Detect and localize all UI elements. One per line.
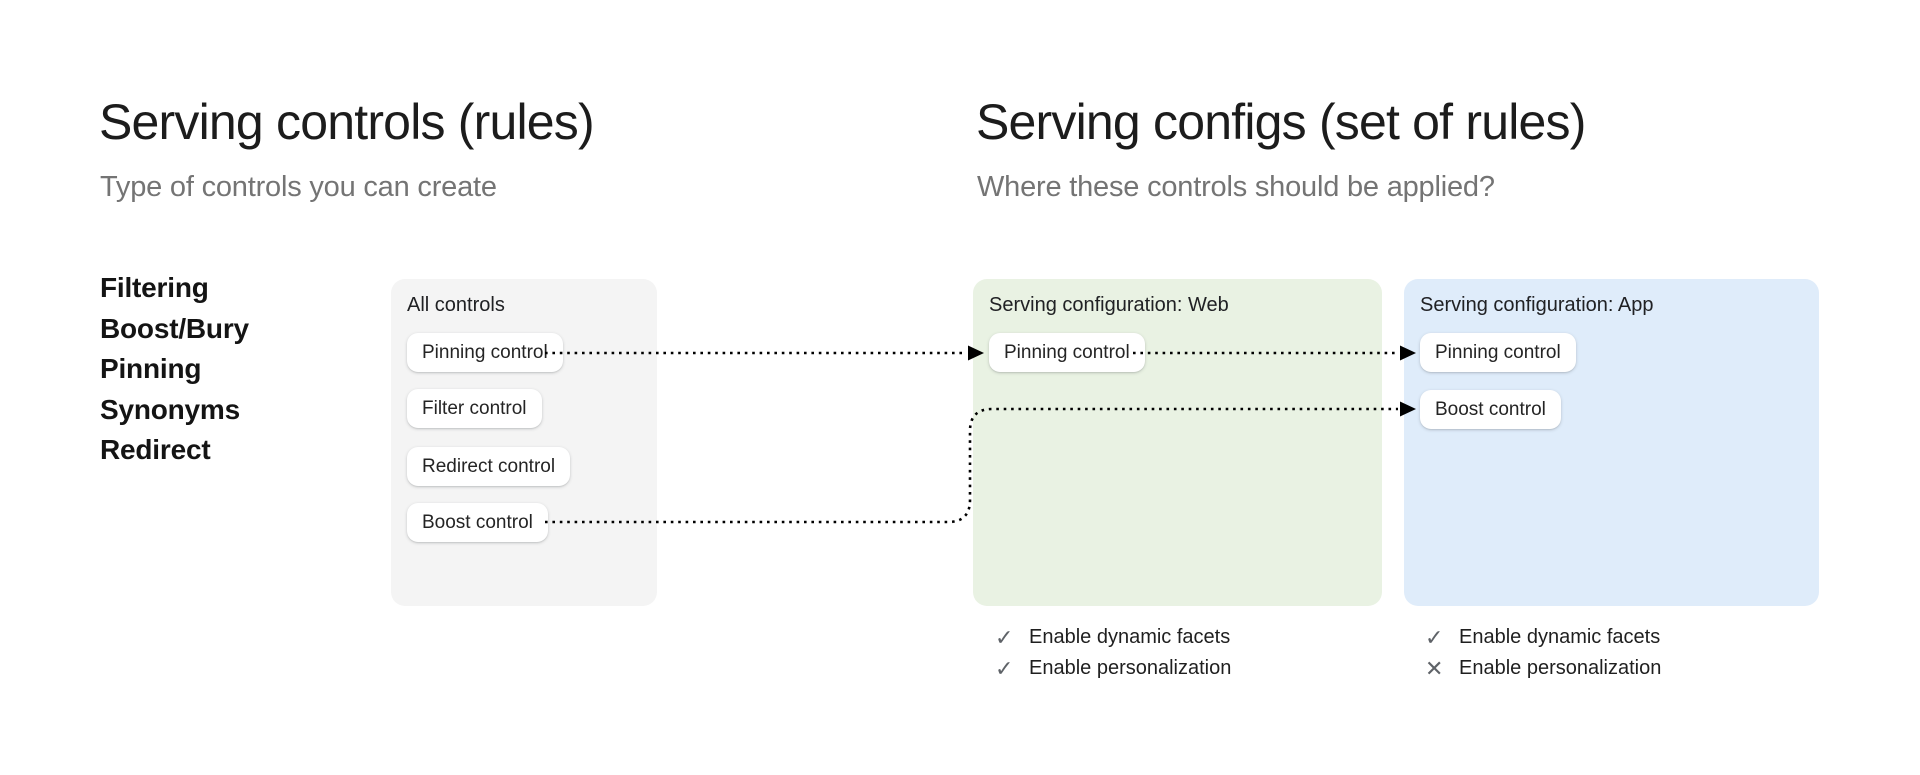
left-section-title: Serving controls (rules)	[99, 94, 595, 150]
right-section-subtitle: Where these controls should be applied?	[977, 171, 1495, 203]
redirect-control-chip[interactable]: Redirect control	[407, 447, 571, 486]
web-pinning-control-chip[interactable]: Pinning control	[989, 333, 1145, 372]
app-config-settings: ✓ Enable dynamic facets ✕ Enable persona…	[1425, 622, 1661, 684]
cross-icon: ✕	[1425, 656, 1444, 681]
setting-label: Enable personalization	[1459, 657, 1662, 679]
app-setting-dynamic-facets: ✓ Enable dynamic facets	[1425, 622, 1661, 653]
web-config-card-label: Serving configuration: Web	[989, 294, 1229, 316]
control-type-boost-bury: Boost/Bury	[100, 312, 249, 344]
check-icon: ✓	[995, 656, 1014, 681]
app-config-card-label: Serving configuration: App	[1420, 294, 1654, 316]
control-type-pinning: Pinning	[100, 353, 202, 385]
app-setting-personalization: ✕ Enable personalization	[1425, 653, 1661, 684]
app-boost-control-chip[interactable]: Boost control	[1420, 390, 1561, 429]
web-config-card: Serving configuration: Web Pinning contr…	[973, 279, 1382, 606]
pinning-control-chip[interactable]: Pinning control	[407, 333, 563, 372]
filter-control-chip[interactable]: Filter control	[407, 389, 542, 428]
all-controls-card-label: All controls	[407, 294, 505, 316]
setting-label: Enable personalization	[1029, 657, 1232, 679]
setting-label: Enable dynamic facets	[1459, 626, 1661, 648]
control-type-synonyms: Synonyms	[100, 393, 240, 425]
control-type-list: Filtering Boost/Bury Pinning Synonyms Re…	[100, 268, 249, 471]
check-icon: ✓	[1425, 625, 1444, 650]
web-config-settings: ✓ Enable dynamic facets ✓ Enable persona…	[995, 622, 1231, 684]
web-setting-personalization: ✓ Enable personalization	[995, 653, 1231, 684]
boost-control-chip[interactable]: Boost control	[407, 503, 548, 542]
check-icon: ✓	[995, 625, 1014, 650]
all-controls-card: All controls Pinning control Filter cont…	[391, 279, 657, 606]
control-type-filtering: Filtering	[100, 272, 209, 303]
setting-label: Enable dynamic facets	[1029, 626, 1231, 648]
app-pinning-control-chip[interactable]: Pinning control	[1420, 333, 1576, 372]
left-section-subtitle: Type of controls you can create	[100, 171, 497, 203]
control-type-redirect: Redirect	[100, 434, 211, 466]
app-config-card: Serving configuration: App Pinning contr…	[1404, 279, 1819, 606]
web-setting-dynamic-facets: ✓ Enable dynamic facets	[995, 622, 1231, 653]
right-section-title: Serving configs (set of rules)	[976, 94, 1586, 150]
